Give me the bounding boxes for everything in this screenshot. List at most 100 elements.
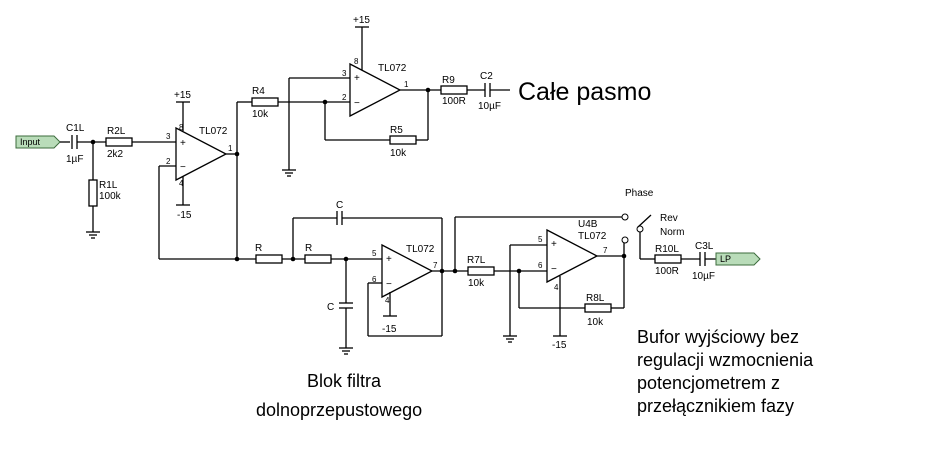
svg-text:−: − [551, 264, 557, 275]
supply-minus-phase: -15 [552, 340, 567, 351]
svg-text:3: 3 [166, 132, 171, 141]
svg-text:6: 6 [372, 275, 377, 284]
svg-text:+: + [386, 254, 392, 265]
opamp-full-band: + − TL072 3 2 1 8 [342, 57, 409, 118]
svg-text:5: 5 [538, 235, 543, 244]
svg-text:Rev: Rev [660, 213, 678, 224]
supply-minus-buffer: -15 [177, 210, 192, 221]
ground-symbol [503, 335, 517, 343]
resistor-r-first: R [255, 243, 283, 264]
svg-text:10µF: 10µF [478, 101, 501, 112]
svg-text:1: 1 [228, 144, 233, 153]
svg-text:R1L: R1L [99, 180, 118, 191]
svg-text:+: + [354, 73, 360, 84]
svg-text:100k: 100k [99, 191, 122, 202]
svg-text:10µF: 10µF [692, 271, 715, 282]
svg-text:100R: 100R [655, 266, 679, 277]
input-port: Input [15, 135, 61, 149]
resistor-r-second: R [304, 243, 332, 264]
supply-minus-filter: -15 [382, 324, 397, 335]
svg-text:10k: 10k [587, 317, 604, 328]
svg-text:R5: R5 [390, 125, 403, 136]
svg-text:4: 4 [385, 296, 390, 305]
output-port-lp: LP [715, 252, 761, 266]
opamp-filter: + − TL072 5 6 7 4 [372, 243, 438, 305]
resistor-r4: R4 10k [251, 86, 279, 120]
svg-text:C2: C2 [480, 71, 493, 82]
resistor-r9: R9 100R [440, 75, 468, 107]
svg-text:TL072: TL072 [406, 244, 435, 255]
svg-text:−: − [180, 162, 186, 173]
svg-text:7: 7 [433, 261, 438, 270]
opamp-phase: + − U4B TL072 5 6 7 4 [538, 219, 608, 292]
resistor-r8l: R8L 10k [584, 293, 612, 328]
svg-text:3: 3 [342, 69, 347, 78]
supply-plus-buffer: +15 [174, 90, 191, 101]
capacitor-c-top: C [336, 200, 343, 225]
svg-text:100R: 100R [442, 96, 466, 107]
svg-text:C: C [336, 200, 343, 211]
svg-text:2k2: 2k2 [107, 149, 124, 160]
svg-text:2: 2 [166, 157, 171, 166]
svg-text:R2L: R2L [107, 126, 126, 137]
capacitor-c-bottom: C [327, 302, 353, 313]
svg-text:+: + [551, 239, 557, 250]
svg-text:U4B: U4B [578, 219, 598, 230]
resistor-r7l: R7L 10k [467, 255, 495, 289]
svg-text:10k: 10k [390, 148, 407, 159]
svg-text:7: 7 [603, 246, 608, 255]
svg-text:5: 5 [372, 249, 377, 258]
svg-text:4: 4 [554, 283, 559, 292]
svg-text:10k: 10k [252, 109, 269, 120]
svg-text:R: R [255, 243, 262, 254]
resistor-r5: R5 10k [389, 125, 417, 159]
svg-text:R4: R4 [252, 86, 265, 97]
filter-label-line1: Blok filtra [307, 371, 382, 391]
ground-symbol [86, 231, 100, 239]
resistor-r1l: R1L 100k [88, 179, 122, 207]
svg-text:C1L: C1L [66, 123, 85, 134]
svg-text:Input: Input [20, 137, 41, 147]
svg-text:−: − [386, 279, 392, 290]
svg-text:R: R [305, 243, 312, 254]
buffer-label-line2: regulacji wzmocnienia [637, 350, 814, 370]
svg-text:−: − [354, 98, 360, 109]
svg-text:2: 2 [342, 93, 347, 102]
svg-text:R10L: R10L [655, 244, 679, 255]
svg-text:10k: 10k [468, 278, 485, 289]
supply-plus-full: +15 [353, 15, 370, 26]
ground-symbol [282, 169, 296, 177]
buffer-label-line1: Bufor wyjściowy bez [637, 327, 799, 347]
resistor-r10l: R10L 100R [654, 244, 682, 277]
filter-label-line2: dolnoprzepustowego [256, 400, 422, 420]
buffer-label-line4: przełącznikiem fazy [637, 396, 794, 416]
phase-switch: Phase Rev Norm [621, 188, 684, 244]
full-band-label: Całe pasmo [518, 78, 651, 106]
svg-text:R7L: R7L [467, 255, 486, 266]
svg-text:LP: LP [720, 254, 731, 264]
svg-text:Norm: Norm [660, 227, 684, 238]
resistor-r2l: R2L 2k2 [105, 126, 133, 160]
svg-text:8: 8 [179, 123, 184, 132]
svg-text:TL072: TL072 [578, 231, 607, 242]
opamp-buffer: + − TL072 3 2 1 8 4 [166, 123, 233, 188]
capacitor-c2: C2 10µF [478, 71, 501, 112]
ground-symbol [339, 347, 353, 355]
svg-text:4: 4 [179, 179, 184, 188]
svg-text:TL072: TL072 [199, 126, 228, 137]
svg-text:Phase: Phase [625, 188, 654, 199]
capacitor-c3l: C3L 10µF [692, 241, 715, 282]
svg-text:+: + [180, 138, 186, 149]
svg-text:6: 6 [538, 261, 543, 270]
svg-text:1: 1 [404, 80, 409, 89]
svg-text:8: 8 [354, 57, 359, 66]
svg-text:R9: R9 [442, 75, 455, 86]
svg-text:TL072: TL072 [378, 63, 407, 74]
capacitor-c1l: C1L 1µF [66, 123, 85, 165]
svg-text:R8L: R8L [586, 293, 605, 304]
svg-text:C3L: C3L [695, 241, 714, 252]
svg-text:1µF: 1µF [66, 154, 83, 165]
svg-text:C: C [327, 302, 334, 313]
buffer-label-line3: potencjometrem z [637, 373, 780, 393]
